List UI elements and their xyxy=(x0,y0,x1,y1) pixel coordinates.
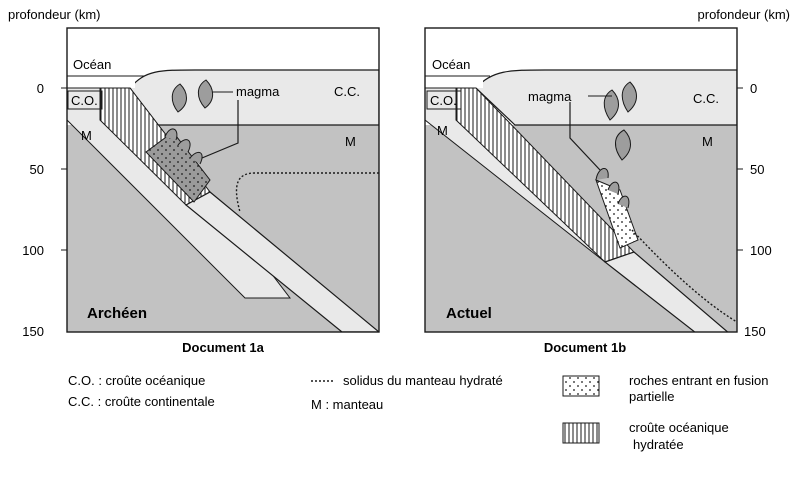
melt-bump xyxy=(164,128,178,141)
partial-melting-zone xyxy=(145,131,211,203)
tick-right-150: 150 xyxy=(744,324,766,339)
panel-archeen: Océan C.O. C.C. M M magma Archéen Docume… xyxy=(66,27,380,355)
melt-bump xyxy=(607,181,620,195)
tick-left-0: 0 xyxy=(37,81,44,96)
label-m-left: M xyxy=(81,128,92,143)
magma-droplet xyxy=(603,89,619,121)
melt-bump xyxy=(595,168,609,181)
label-co: C.O. xyxy=(430,93,457,108)
depth-axis-left: 0 50 100 150 xyxy=(22,81,67,339)
solidus-line xyxy=(631,229,737,323)
magma-droplet xyxy=(621,81,637,113)
legend-cc: C.C. : croûte continentale xyxy=(68,394,215,409)
legend-co: C.O. : croûte océanique xyxy=(68,373,205,388)
legend-hydrated-line1: croûte océanique xyxy=(629,420,729,435)
label-cc: C.C. xyxy=(693,91,719,106)
label-cc: C.C. xyxy=(334,84,360,99)
axis-title-left: profondeur (km) xyxy=(8,7,100,22)
period-label-archeen: Archéen xyxy=(87,305,147,322)
label-co: C.O. xyxy=(71,93,98,108)
label-ocean: Océan xyxy=(432,57,470,72)
depth-axis-right: 0 50 100 150 xyxy=(737,81,772,339)
tick-left-50: 50 xyxy=(30,162,44,177)
legend-solidus: solidus du manteau hydraté xyxy=(343,373,503,388)
legend: C.O. : croûte océanique C.C. : croûte co… xyxy=(68,373,768,452)
label-m-right: M xyxy=(345,134,356,149)
tick-right-50: 50 xyxy=(750,162,764,177)
panel-frame xyxy=(66,27,380,333)
melt-bump xyxy=(617,195,630,209)
magma-leader-line xyxy=(569,102,601,171)
continental-crust xyxy=(129,69,379,126)
subducting-slab xyxy=(184,191,379,332)
subducting-slab xyxy=(603,251,729,332)
legend-fusion-line1: roches entrant en fusion xyxy=(629,373,768,388)
doc-label-1b: Document 1b xyxy=(544,340,626,355)
doc-label-1a: Document 1a xyxy=(182,340,264,355)
solidus-line xyxy=(235,172,379,213)
label-m-left: M xyxy=(437,123,448,138)
label-ocean: Océan xyxy=(73,57,111,72)
label-magma: magma xyxy=(236,84,280,99)
legend-hydrated-line2: hydratée xyxy=(633,437,684,452)
ocean-water xyxy=(67,76,135,88)
magma-droplet xyxy=(197,79,214,109)
magma-leader-line xyxy=(201,100,239,159)
label-magma: magma xyxy=(528,89,572,104)
period-label-actuel: Actuel xyxy=(446,305,492,322)
melt-bump xyxy=(189,151,203,165)
tick-left-100: 100 xyxy=(22,243,44,258)
axis-title-right: profondeur (km) xyxy=(698,7,790,22)
magma-droplet xyxy=(171,83,187,113)
legend-fusion-line2: partielle xyxy=(629,389,675,404)
magma-droplet xyxy=(615,129,631,161)
label-m-right: M xyxy=(702,134,713,149)
panel-frame xyxy=(424,27,738,333)
legend-hydrated-swatch xyxy=(562,422,600,444)
panel-actuel: Océan C.O. C.C. M M magma Actuel Documen… xyxy=(424,27,738,355)
legend-fusion-swatch xyxy=(562,375,600,397)
legend-mantle: M : manteau xyxy=(311,397,383,412)
ocean-water xyxy=(425,76,483,88)
tick-left-150: 150 xyxy=(22,324,44,339)
tick-right-100: 100 xyxy=(750,243,772,258)
tick-right-0: 0 xyxy=(750,81,757,96)
melt-bump xyxy=(177,139,191,153)
